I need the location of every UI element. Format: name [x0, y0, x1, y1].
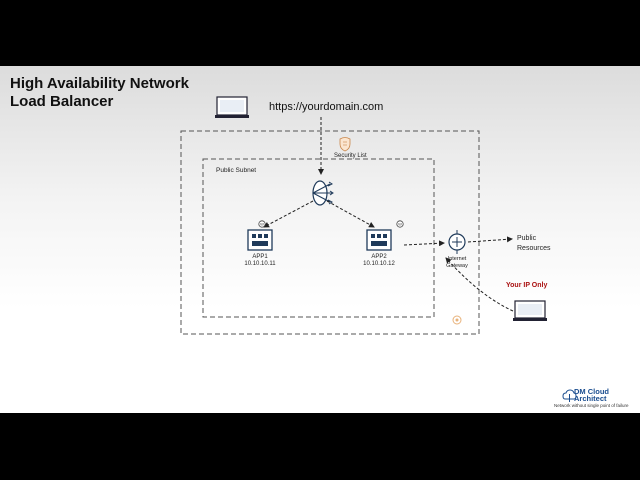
public-resources-line-1: Public	[517, 235, 537, 242]
laptop-icon	[215, 96, 249, 118]
public-subnet-label: Public Subnet	[216, 167, 257, 174]
app1-server-icon: W	[247, 220, 273, 251]
public-resources-line-2: Resources	[517, 245, 551, 252]
security-list-label: Security List	[334, 153, 367, 159]
app2-name: APP2	[371, 254, 387, 260]
cloud-logo-icon	[562, 389, 577, 402]
lb-to-app2-arrow	[326, 200, 375, 228]
vcn-icon	[452, 315, 462, 325]
vcn-boundary	[180, 130, 480, 335]
logo-tagline: Network without single point of failure	[554, 403, 629, 408]
gateway-to-public-arrow	[467, 236, 513, 243]
app1-ip: 10.10.10.11	[244, 261, 276, 267]
svg-text:W: W	[398, 222, 402, 227]
app2-label: APP2 10.10.10.12	[349, 254, 409, 268]
diagram-canvas: W W	[180, 96, 577, 402]
your-ip-arrow	[445, 257, 514, 312]
app2-server-icon: W	[366, 220, 404, 251]
app1-label: APP1 10.10.10.11	[230, 254, 290, 268]
domain-url: https://yourdomain.com	[269, 101, 384, 113]
app2-ip: 10.10.10.12	[363, 261, 395, 267]
public-subnet-boundary	[202, 158, 435, 318]
load-balancer-icon	[312, 180, 334, 206]
page-title: High Availability Network Load Balancer	[10, 75, 189, 111]
logo-name: DM Cloud Architect	[574, 387, 609, 403]
laptop-icon	[513, 300, 547, 321]
title-line-2: Load Balancer	[10, 93, 114, 110]
your-ip-only-label: Your IP Only	[506, 282, 548, 289]
title-line-1: High Availability Network	[10, 75, 189, 92]
public-resources-label: Public Resources	[517, 234, 550, 254]
internet-gateway-icon	[448, 230, 466, 254]
app1-name: APP1	[252, 254, 268, 260]
security-list-icon	[339, 137, 351, 152]
internet-gateway-label: Internet Gateway	[446, 256, 468, 269]
app2-to-gateway-arrow	[403, 240, 445, 247]
svg-text:W: W	[260, 222, 264, 227]
diagram-slide: W W	[0, 66, 640, 413]
lb-to-app1-arrow	[263, 200, 314, 228]
